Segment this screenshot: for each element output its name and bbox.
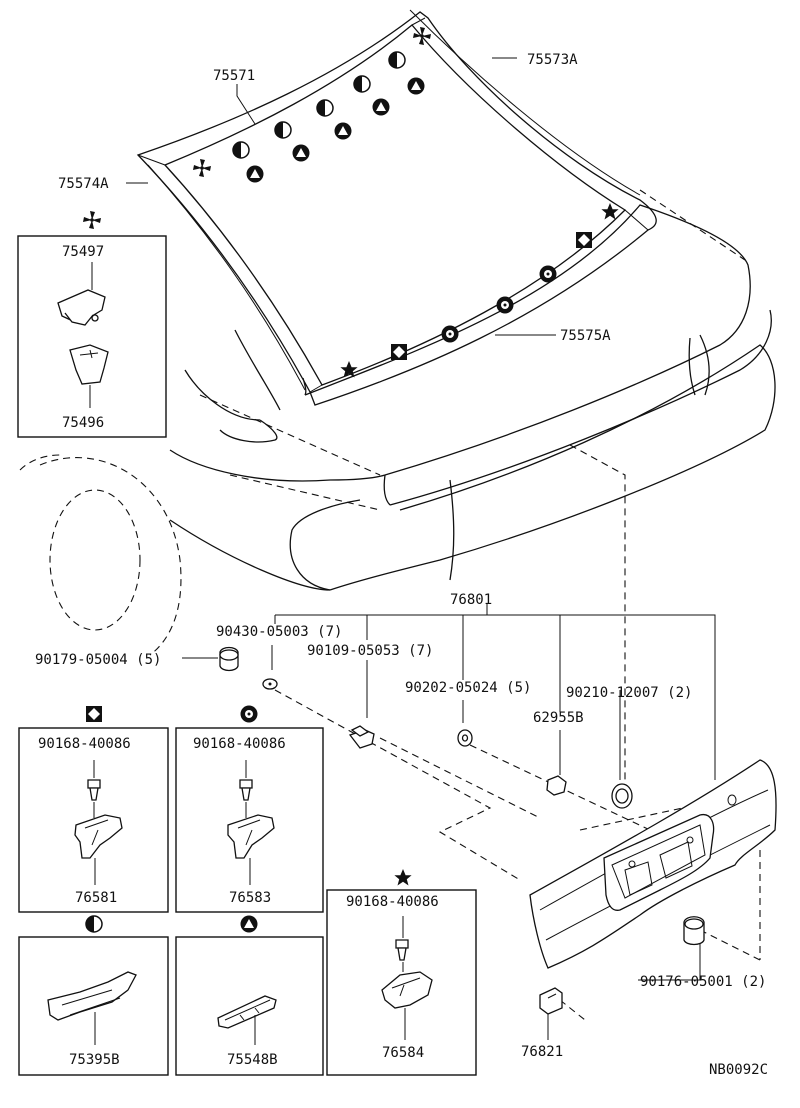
label-90210-12007: 90210-12007 (2) (566, 685, 692, 701)
leader-lines-top (126, 57, 556, 336)
inset-ring-screw: 90168-40086 (193, 736, 286, 752)
label-62955B: 62955B (533, 710, 584, 726)
fasteners (219, 646, 705, 1015)
inset-square-clip (18, 706, 169, 913)
inset-ring-part: 76583 (229, 890, 271, 906)
inset-star-part: 76584 (382, 1045, 424, 1061)
label-75497: 75497 (62, 244, 104, 260)
label-75574A: 75574A (58, 176, 109, 192)
label-76801: 76801 (450, 592, 492, 608)
label-90430-05003: 90430-05003 (7) (216, 624, 342, 640)
label-90176-05001: 90176-05001 (2) (640, 974, 766, 990)
label-75571: 75571 (213, 68, 255, 84)
diagram-code: NB0092C (709, 1062, 768, 1078)
label-75575A: 75575A (560, 328, 611, 344)
clip-symbols (193, 27, 619, 378)
car-body-outline (19, 189, 776, 785)
label-75573A: 75573A (527, 52, 578, 68)
inset-ring-clip (175, 705, 324, 913)
label-90202-05024: 90202-05024 (5) (405, 680, 531, 696)
inset-half-circle-clip (18, 915, 169, 1076)
inset-square-screw: 90168-40086 (38, 736, 131, 752)
inset-pinwheel-clip (17, 211, 167, 438)
rear-window-glass (136, 9, 657, 406)
inset-square-part: 76581 (75, 890, 117, 906)
inset-star-screw: 90168-40086 (346, 894, 439, 910)
inset-star-clip (326, 869, 477, 1076)
label-75496: 75496 (62, 415, 104, 431)
inset-half-circle-part: 75395B (69, 1052, 120, 1068)
garnish-panel (529, 759, 777, 969)
label-90179-05004: 90179-05004 (5) (35, 652, 161, 668)
label-76821: 76821 (521, 1044, 563, 1060)
inset-triangle-clip (175, 915, 324, 1076)
inset-triangle-part: 75548B (227, 1052, 278, 1068)
label-90109-05053: 90109-05053 (7) (307, 643, 433, 659)
